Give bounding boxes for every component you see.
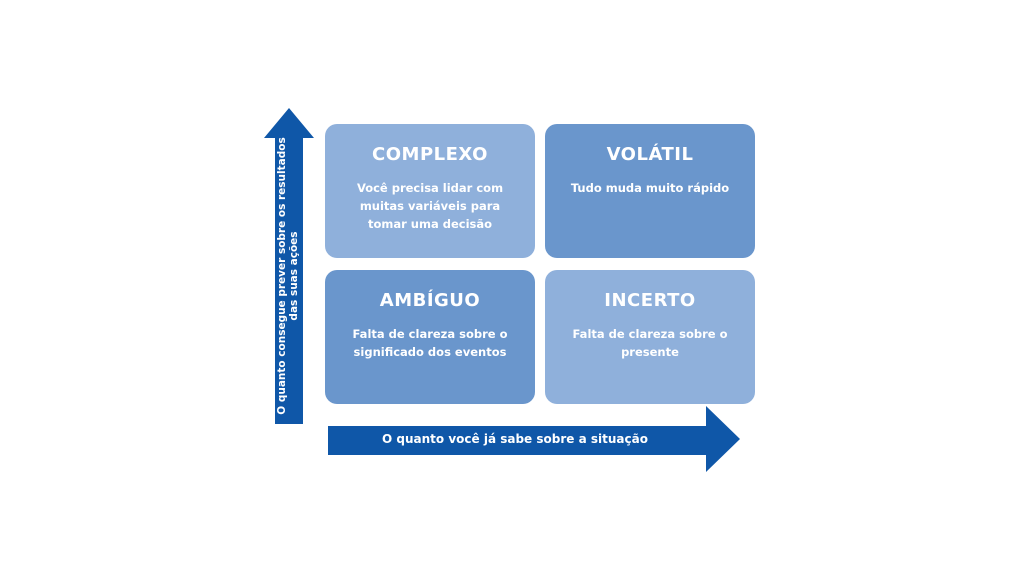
quadrant-complexo: COMPLEXO Você precisa lidar com muitas v…: [325, 124, 535, 258]
y-axis-label-container: O quanto consegue prever sobre os result…: [274, 130, 302, 422]
quadrant-title: INCERTO: [604, 290, 696, 311]
y-axis-arrow: [264, 108, 314, 424]
y-axis-label: O quanto consegue prever sobre os result…: [276, 137, 300, 415]
quadrant-incerto: INCERTO Falta de clareza sobre o present…: [545, 270, 755, 404]
quadrant-description: Tudo muda muito rápido: [570, 181, 730, 195]
quadrant-title: VOLÁTIL: [606, 144, 694, 165]
quadrant-ambiguo: AMBÍGUO Falta de clareza sobre o signifi…: [325, 270, 535, 404]
x-axis-arrow: [328, 406, 740, 472]
x-axis-label: O quanto você já sabe sobre a situação: [382, 432, 648, 446]
quadrant-description: Falta de clareza sobre o presente: [572, 327, 728, 359]
quadrant-title: AMBÍGUO: [379, 290, 481, 311]
quadrant-description: Falta de clareza sobre o significado dos…: [352, 327, 508, 359]
quadrant-title: COMPLEXO: [372, 144, 488, 165]
quadrant-description: Você precisa lidar com muitas variáveis …: [356, 181, 504, 231]
quadrant-volatil: VOLÁTIL Tudo muda muito rápido: [545, 124, 755, 258]
